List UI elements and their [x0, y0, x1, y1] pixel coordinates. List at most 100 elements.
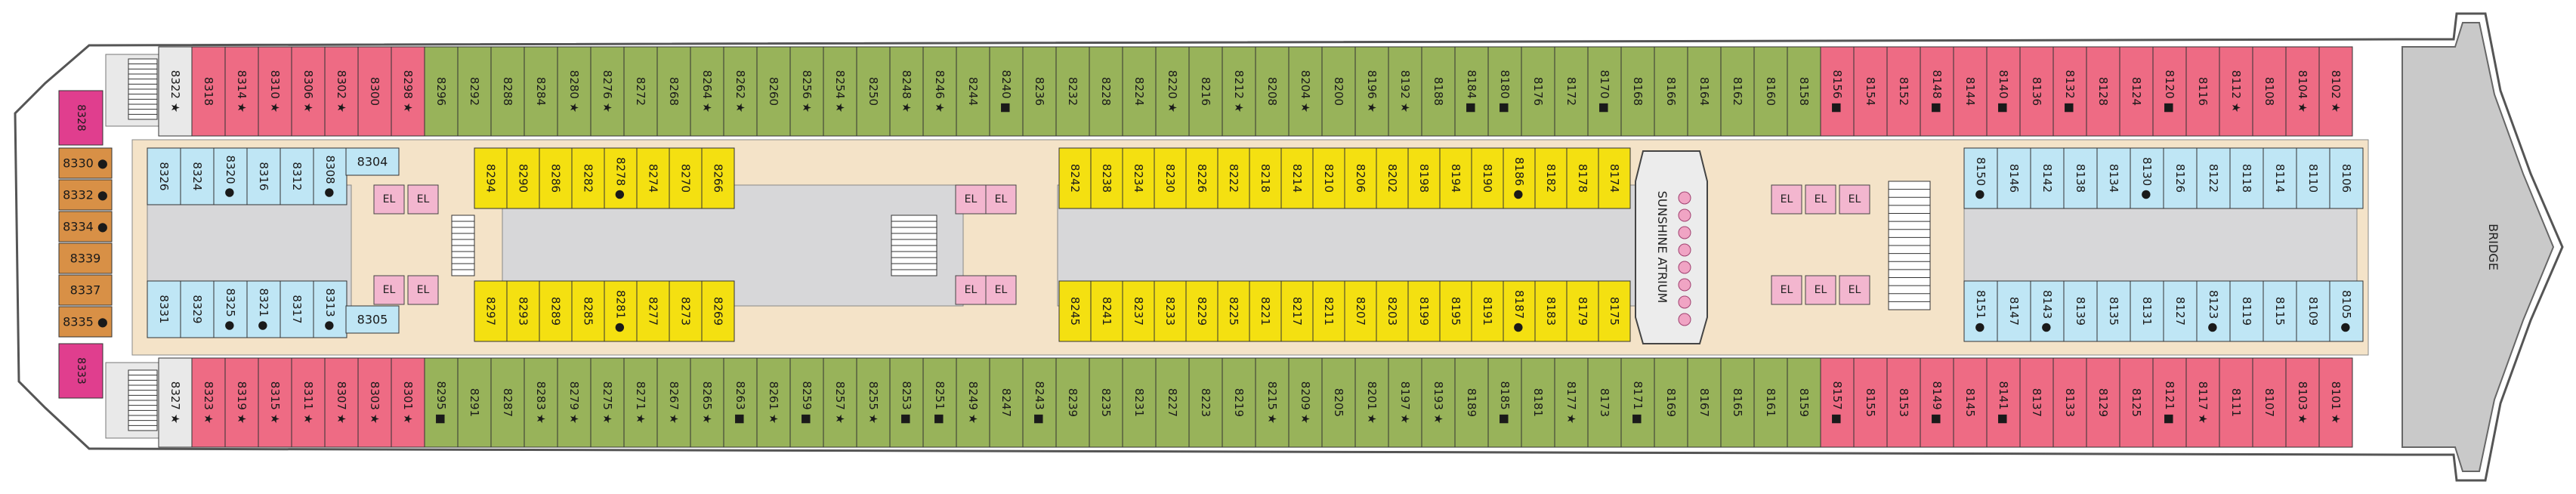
cabin[interactable]: 8114 — [2262, 147, 2297, 209]
cabin[interactable]: 8202 — [1376, 147, 1409, 209]
cabin[interactable]: 8333 — [58, 343, 103, 399]
cabin[interactable]: 8240 ■ — [989, 46, 1024, 137]
cabin[interactable]: 8296 — [424, 46, 459, 137]
cabin[interactable]: 8239 — [1055, 357, 1090, 448]
cabin[interactable]: 8145 — [1953, 357, 1988, 448]
cabin[interactable]: 8277 — [636, 280, 670, 342]
cabin[interactable]: 8264 ★ — [690, 46, 724, 137]
cabin[interactable]: 8187 ● — [1503, 280, 1536, 342]
cabin[interactable]: 8164 — [1687, 46, 1722, 137]
cabin[interactable]: 8194 — [1439, 147, 1472, 209]
cabin[interactable]: 8112 ★ — [2219, 46, 2253, 137]
cabin[interactable]: 8219 — [1222, 357, 1256, 448]
cabin[interactable]: 8212 ★ — [1222, 46, 1256, 137]
cabin[interactable]: 8137 — [2019, 357, 2054, 448]
cabin[interactable]: 8157 ■ — [1820, 357, 1855, 448]
cabin[interactable]: 8178 — [1566, 147, 1599, 209]
cabin[interactable]: 8302 ★ — [324, 46, 359, 137]
cabin[interactable]: 8335 ● — [58, 306, 113, 338]
cabin[interactable]: 8293 — [506, 280, 540, 342]
cabin[interactable]: 8135 — [2096, 280, 2131, 342]
cabin[interactable]: 8261 ★ — [756, 357, 791, 448]
cabin[interactable]: 8310 ★ — [258, 46, 292, 137]
cabin[interactable]: 8294 — [474, 147, 508, 209]
cabin[interactable]: 8185 ■ — [1487, 357, 1522, 448]
cabin[interactable]: 8115 — [2262, 280, 2297, 342]
cabin[interactable]: 8217 — [1280, 280, 1314, 342]
cabin[interactable]: 8134 — [2096, 147, 2131, 209]
cabin[interactable]: 8154 — [1853, 46, 1888, 137]
cabin[interactable]: 8250 — [856, 46, 891, 137]
cabin[interactable]: 8257 ★ — [823, 357, 857, 448]
cabin[interactable]: 8313 ● — [313, 280, 347, 338]
cabin[interactable]: 8136 — [2019, 46, 2054, 137]
cabin[interactable]: 8320 ● — [213, 147, 248, 205]
cabin[interactable]: 8227 — [1155, 357, 1190, 448]
cabin[interactable]: 8260 — [756, 46, 791, 137]
cabin[interactable]: 8203 — [1376, 280, 1409, 342]
cabin[interactable]: 8314 ★ — [224, 46, 259, 137]
cabin[interactable]: 8120 ■ — [2152, 46, 2187, 137]
cabin[interactable]: 8177 ★ — [1554, 357, 1589, 448]
cabin[interactable]: 8188 — [1421, 46, 1456, 137]
cabin[interactable]: 8298 ★ — [391, 46, 425, 137]
cabin[interactable]: 8284 — [524, 46, 558, 137]
cabin[interactable]: 8279 ★ — [557, 357, 591, 448]
cabin[interactable]: 8281 ● — [604, 280, 638, 342]
cabin[interactable]: 8272 — [623, 46, 658, 137]
cabin[interactable]: 8249 ★ — [956, 357, 990, 448]
cabin[interactable]: 8189 — [1454, 357, 1489, 448]
cabin[interactable]: 8176 — [1521, 46, 1555, 137]
cabin[interactable]: 8107 — [2252, 357, 2287, 448]
cabin[interactable]: 8193 ★ — [1421, 357, 1456, 448]
cabin[interactable]: 8118 — [2229, 147, 2264, 209]
cabin[interactable]: 8291 — [457, 357, 492, 448]
cabin[interactable]: 8167 — [1687, 357, 1722, 448]
cabin[interactable]: 8266 — [701, 147, 735, 209]
cabin[interactable]: 8318 — [191, 46, 226, 137]
cabin[interactable]: 8126 — [2163, 147, 2198, 209]
cabin[interactable]: 8206 — [1344, 147, 1377, 209]
cabin[interactable]: 8106 — [2329, 147, 2364, 209]
cabin[interactable]: 8162 — [1720, 46, 1755, 137]
cabin[interactable]: 8267 ★ — [656, 357, 691, 448]
cabin[interactable]: 8328 — [58, 90, 103, 146]
cabin[interactable]: 8198 — [1407, 147, 1441, 209]
cabin[interactable]: 8256 ★ — [789, 46, 824, 137]
cabin[interactable]: 8274 — [636, 147, 670, 209]
cabin[interactable]: 8244 — [956, 46, 990, 137]
cabin[interactable]: 8326 — [147, 147, 181, 205]
cabin[interactable]: 8246 ★ — [922, 46, 957, 137]
cabin[interactable]: 8321 ● — [246, 280, 281, 338]
cabin[interactable]: 8275 ★ — [590, 357, 625, 448]
cabin[interactable]: 8121 ■ — [2152, 357, 2187, 448]
cabin[interactable]: 8292 — [457, 46, 492, 137]
cabin[interactable]: 8158 — [1787, 46, 1821, 137]
cabin[interactable]: 8229 — [1185, 280, 1219, 342]
cabin[interactable]: 8156 ■ — [1820, 46, 1855, 137]
cabin[interactable]: 8125 — [2119, 357, 2154, 448]
cabin[interactable]: 8248 ★ — [889, 46, 924, 137]
cabin[interactable]: 8329 — [180, 280, 215, 338]
cabin[interactable]: 8147 — [1997, 280, 2031, 342]
cabin[interactable]: 8214 — [1280, 147, 1314, 209]
cabin[interactable]: 8195 — [1439, 280, 1472, 342]
cabin[interactable]: 8142 — [2030, 147, 2065, 209]
cabin[interactable]: 8116 — [2185, 46, 2220, 137]
cabin[interactable]: 8317 — [280, 280, 314, 338]
cabin[interactable]: 8218 — [1249, 147, 1282, 209]
cabin[interactable]: 8230 — [1154, 147, 1187, 209]
cabin[interactable]: 8101 ★ — [2318, 357, 2353, 448]
cabin[interactable]: 8131 — [2130, 280, 2164, 342]
cabin[interactable]: 8225 — [1217, 280, 1250, 342]
cabin[interactable]: 8104 ★ — [2285, 46, 2320, 137]
cabin[interactable]: 8144 — [1953, 46, 1988, 137]
cabin[interactable]: 8133 — [2052, 357, 2087, 448]
cabin[interactable]: 8282 — [571, 147, 605, 209]
cabin[interactable]: 8236 — [1022, 46, 1057, 137]
cabin[interactable]: 8276 ★ — [590, 46, 625, 137]
cabin[interactable]: 8138 — [2063, 147, 2098, 209]
cabin[interactable]: 8205 — [1321, 357, 1356, 448]
cabin[interactable]: 8191 — [1471, 280, 1504, 342]
cabin[interactable]: 8263 ■ — [723, 357, 758, 448]
